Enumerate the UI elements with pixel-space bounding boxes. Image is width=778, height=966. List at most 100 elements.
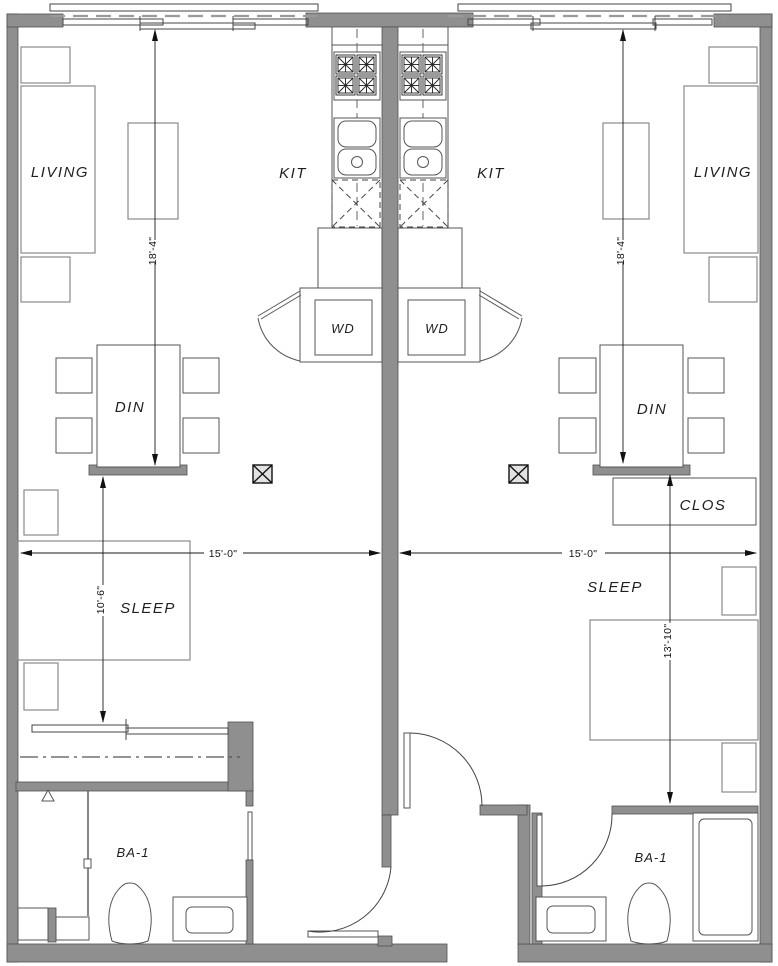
sink-bowl xyxy=(185,906,234,934)
party-wall xyxy=(381,26,399,816)
stove-burner-icon xyxy=(356,75,377,96)
wd-door-leaf xyxy=(260,294,302,320)
label-wd-left: WD xyxy=(331,321,355,336)
dining-right: DIN xyxy=(558,344,725,468)
dining-table xyxy=(96,344,181,468)
entry-stub-right-unit xyxy=(479,804,528,816)
walls xyxy=(6,12,773,963)
party-wall-lower xyxy=(381,814,392,868)
right-exterior-wall xyxy=(759,13,773,963)
bath-right: BA-1 xyxy=(535,812,759,945)
stove-burner-icon xyxy=(401,54,422,75)
shower-stub-left-unit xyxy=(47,907,57,943)
bath-door-swing-arc xyxy=(541,813,613,887)
partition-bracket xyxy=(83,858,92,869)
dim-text-sleep-right: 13'-10" xyxy=(662,624,674,659)
window-sill-band xyxy=(49,3,319,12)
left-unit-entry-door-arc xyxy=(307,866,392,933)
top-wall-center xyxy=(305,12,474,28)
kitchen-left xyxy=(317,27,383,289)
sink-basin-upper xyxy=(403,120,443,148)
dim-depth-right: 18'-4" xyxy=(615,29,627,464)
living-left: LIVING KIT xyxy=(20,46,306,303)
bed xyxy=(589,619,759,741)
dim-text-depth-right: 18'-4" xyxy=(615,237,627,266)
column-icon xyxy=(252,464,273,484)
dim-text-sleep-left: 10'-6" xyxy=(95,586,107,615)
vestibule-right-wall xyxy=(517,804,531,945)
closet-clos xyxy=(612,477,757,526)
window-band-right xyxy=(448,3,732,31)
dim-text-width-left: 15'-0" xyxy=(209,548,238,560)
bath-door-leaf xyxy=(536,814,543,887)
wd-door-leaf xyxy=(257,290,301,317)
stove-burner-icon xyxy=(401,75,422,96)
sofa-cushion xyxy=(20,46,71,84)
sofa-body xyxy=(20,85,96,254)
bed xyxy=(17,540,191,661)
sink-bowl xyxy=(546,905,596,934)
label-din-right: DIN xyxy=(637,401,667,418)
label-wd-right: WD xyxy=(425,321,449,336)
bottom-wall-right xyxy=(517,943,773,963)
stove-burner-icon xyxy=(422,54,443,75)
window-sash xyxy=(530,22,657,30)
ba1-jamb-stub-left-unit xyxy=(245,790,254,807)
coffee-table xyxy=(127,122,179,220)
washer-dryer-box xyxy=(407,299,466,356)
coffee-table xyxy=(602,122,650,220)
dining-chair xyxy=(182,417,220,454)
living-right: KIT LIVING xyxy=(477,46,759,303)
dining-chair xyxy=(55,357,93,394)
dining-chair xyxy=(687,357,725,394)
left-unit-entry-door-leaf xyxy=(307,930,379,938)
closet-bottom-wall-left-unit xyxy=(15,781,254,792)
closet-right-block-left-unit xyxy=(227,721,254,792)
sofa-cushion xyxy=(708,46,758,84)
ba1-top-wall-right-unit xyxy=(611,805,759,815)
dining-chair xyxy=(55,417,93,454)
dim-width-right: 15'-0" xyxy=(399,548,757,560)
bath-door-leaf xyxy=(247,811,253,861)
toilet xyxy=(627,882,671,945)
wd-door-swing-arc xyxy=(479,317,523,362)
top-wall-right-corner xyxy=(713,13,773,28)
nightstand xyxy=(23,489,59,536)
right-unit-entry-door-arc xyxy=(409,732,483,807)
dim-text-depth-left: 18'-4" xyxy=(147,237,159,266)
bath-left: BA-1 xyxy=(17,788,253,945)
lower-counter xyxy=(317,227,383,289)
entry-doors xyxy=(307,732,483,938)
sofa-body xyxy=(683,85,759,254)
dishwasher-dashed-box xyxy=(399,179,449,228)
dishwasher-dashed-box xyxy=(331,179,381,228)
toilet xyxy=(108,882,152,945)
window-sill-band xyxy=(457,3,732,12)
washer-dryer-box xyxy=(314,299,373,356)
dim-sleep-right: 13'-10" xyxy=(662,474,674,804)
label-sleep-left: SLEEP xyxy=(120,600,176,617)
window-sash xyxy=(62,18,164,26)
nightstand xyxy=(721,742,757,793)
sink-basin-upper xyxy=(337,120,377,148)
label-sleep-right: SLEEP xyxy=(587,579,643,596)
shower-head-triangle-icon xyxy=(41,788,55,802)
dim-text-width-right: 15'-0" xyxy=(569,548,598,560)
bottom-wall-left xyxy=(6,943,448,963)
label-living-left: LIVING xyxy=(31,164,89,181)
entry-step-block xyxy=(377,935,393,947)
sink-drain xyxy=(351,156,363,168)
window-band-left xyxy=(49,3,319,31)
wd-door-leaf xyxy=(478,294,520,320)
dim-sleep-left: 10'-6" xyxy=(95,476,107,723)
label-kit-right: KIT xyxy=(477,165,505,182)
label-clos-right: CLOS xyxy=(680,497,727,514)
sleep-right: CLOS SLEEP xyxy=(587,477,759,793)
nightstand xyxy=(721,566,757,616)
wd-door-leaf xyxy=(479,290,523,317)
sofa-cushion xyxy=(708,256,758,303)
dining-chair xyxy=(558,357,597,394)
label-ba1-left: BA-1 xyxy=(117,845,150,860)
